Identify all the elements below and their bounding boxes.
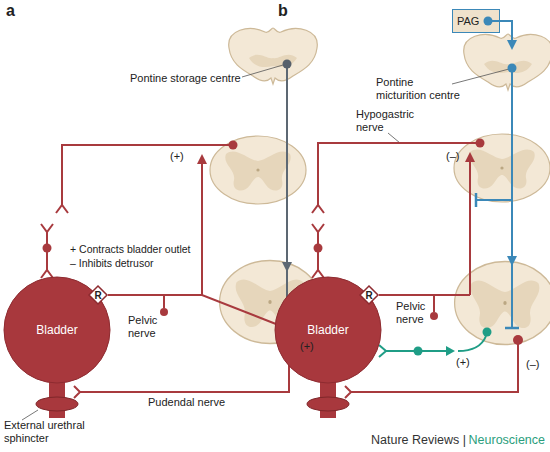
micturition-centre-neuron (508, 64, 517, 73)
afferent-soma (414, 347, 423, 356)
pelvic-afferent (379, 294, 470, 296)
receptor-diamond: R (88, 285, 108, 305)
neuron-soma (476, 139, 485, 148)
panel-letter: b (278, 1, 288, 20)
pag-projection (488, 21, 512, 40)
leader-line (388, 133, 400, 143)
inhibitory-bar (505, 327, 519, 330)
structure-label: External urethral sphincter (4, 419, 100, 445)
synapse-terminal (465, 152, 475, 162)
synapse-terminal (446, 346, 455, 356)
sign-label: (–) (446, 150, 459, 163)
synapse-terminal (197, 154, 207, 164)
nerve-label: Pelvic nerve (128, 314, 164, 340)
pathway-arrowhead (507, 40, 517, 50)
watermark: Neuroscience (469, 433, 545, 448)
sacral-cord-section (455, 262, 550, 345)
ganglion-stem (433, 295, 435, 312)
ganglion-soma (160, 308, 168, 316)
pons-section (229, 28, 318, 84)
thoracic-cord-section (454, 134, 550, 202)
pathway-arrowhead (507, 256, 517, 266)
nerve-label: Hypogastric nerve (356, 108, 418, 134)
neuron-soma (314, 244, 323, 253)
structure-label: Pontine storage centre (130, 72, 241, 85)
receptor-diamond: R (359, 285, 379, 305)
pudendal-axon (80, 335, 289, 392)
bladder-node: BladderR (274, 276, 382, 384)
ganglion-stem (163, 295, 165, 308)
neuron-soma (43, 244, 52, 253)
node-text: PAG (453, 10, 499, 32)
diamond-shape (89, 286, 107, 304)
motoneuron-soma (513, 335, 523, 345)
sign-label: (+) (170, 150, 184, 163)
interneuron-soma (483, 328, 492, 337)
pag-neuron (484, 17, 493, 26)
axon-terminal (74, 386, 80, 398)
axon-terminal (56, 205, 68, 213)
leader-line (452, 69, 509, 84)
sympathetic-preganglionic-axon (62, 145, 233, 205)
sign-label: (+) (456, 356, 470, 369)
watermark: Nature Reviews | (371, 433, 466, 448)
interneuron-axon (201, 162, 203, 295)
interneuron-axon (469, 160, 471, 295)
storage-pathway (286, 68, 288, 318)
note: + Contracts bladder outlet (70, 243, 191, 256)
leader-line (242, 65, 283, 77)
leader-line (22, 410, 38, 420)
sign-label: (+) (300, 340, 314, 353)
note: – Inhibits detrusor (70, 257, 153, 270)
axon-terminal (345, 386, 351, 398)
postganglionic-neuron (41, 224, 53, 278)
pons-section (464, 34, 550, 90)
postganglionic-neuron (312, 224, 324, 278)
structure-label: Pontine micturition centre (376, 76, 464, 102)
hypogastric-axon (318, 143, 480, 205)
panel-letter: a (6, 1, 15, 20)
bladder-afferent (379, 345, 446, 357)
descending-branch (476, 199, 512, 201)
bladder-node: BladderR (3, 276, 111, 384)
bladder-shape (4, 277, 110, 383)
ganglion-soma (430, 312, 438, 320)
interneuron-axon (458, 336, 486, 351)
diamond-shape (360, 286, 378, 304)
node-text: R (359, 285, 379, 305)
thoracic-cord-section (210, 136, 306, 204)
sign-label: (–) (526, 358, 539, 371)
nerve-label: Pelvic nerve (396, 300, 432, 326)
node-text: R (88, 285, 108, 305)
pathway-arrowhead (282, 262, 292, 272)
sphincter (36, 397, 78, 411)
bladder-shape (275, 277, 381, 383)
nerve-label: Pudendal nerve (148, 396, 225, 409)
axon-terminal (312, 205, 324, 213)
inhibitory-bar (475, 193, 478, 207)
sphincter (307, 397, 349, 411)
storage-centre-neuron (283, 60, 292, 69)
neuron-soma (229, 141, 238, 150)
pag-box: PAG (452, 9, 500, 33)
